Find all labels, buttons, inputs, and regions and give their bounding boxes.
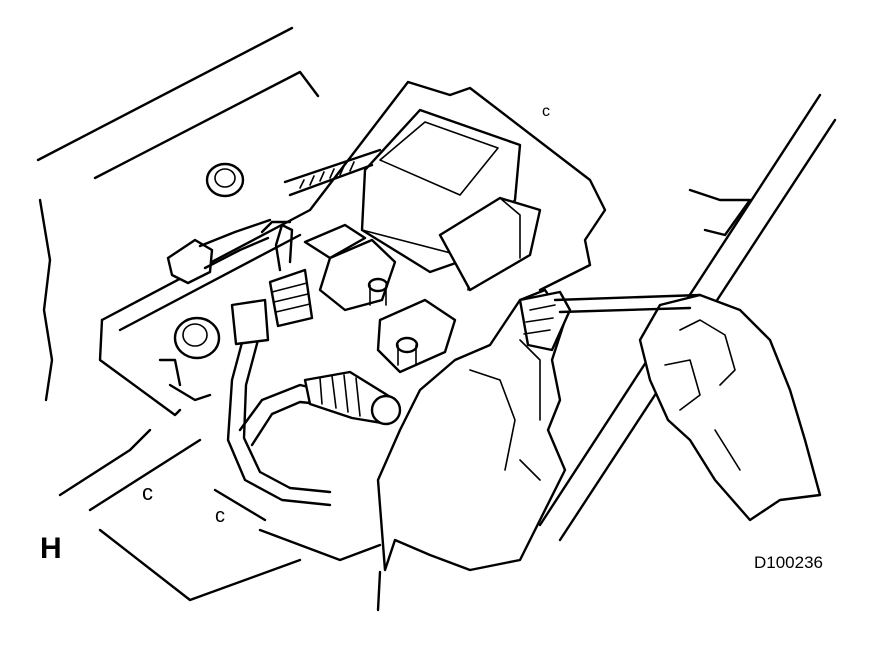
relay-box xyxy=(360,108,542,292)
bolt-left xyxy=(173,316,221,360)
bolt-upper-left xyxy=(205,162,245,198)
left-hand xyxy=(376,288,572,572)
step-label: H xyxy=(40,532,62,565)
connector xyxy=(260,220,314,328)
terminal-studs xyxy=(303,223,457,374)
clip-mark-4: c xyxy=(215,505,225,527)
right-hand xyxy=(638,293,822,522)
cable-loop xyxy=(226,298,402,507)
tester-probe xyxy=(553,293,702,314)
clip-mark-1: c xyxy=(542,103,550,120)
figure-code: D100236 xyxy=(754,553,824,572)
clip-mark-3: c xyxy=(142,480,153,505)
wire-harness xyxy=(166,148,382,285)
battery-tray xyxy=(98,80,607,562)
